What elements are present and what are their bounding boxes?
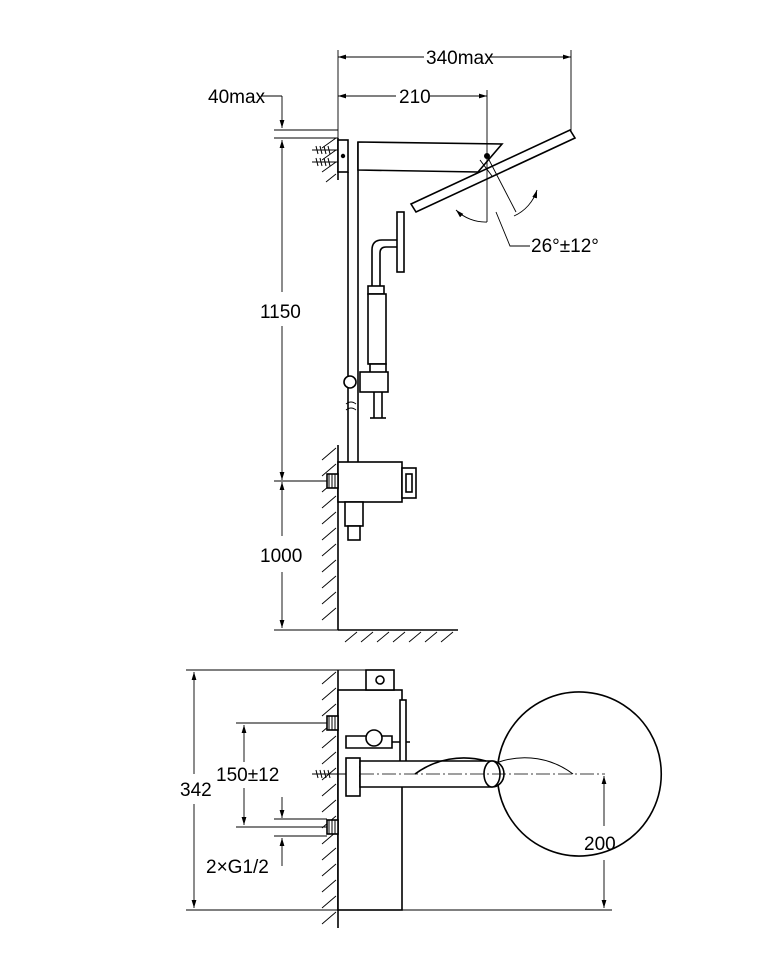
head-center-label: 200	[584, 834, 616, 855]
hand-shower-handle	[367, 293, 387, 365]
depth-max-label: 40max	[208, 87, 266, 108]
floor-hatch	[344, 631, 454, 643]
top-view: 342 150±12 2×G1/2 200	[180, 669, 663, 928]
mixer-body-plan	[337, 689, 403, 911]
angle-leader	[495, 211, 530, 247]
head-joint	[479, 159, 493, 177]
mixer-outlet-spout	[347, 525, 361, 541]
connections-label: 2×G1/2	[206, 857, 269, 878]
pipe-break	[345, 401, 357, 411]
shower-head-outer-left	[414, 757, 487, 775]
hand-shower-plan	[399, 699, 407, 771]
hand-shower-neck	[371, 239, 397, 290]
holder-ring	[365, 729, 383, 747]
shower-head-side	[409, 128, 577, 214]
inlet-spacing-label: 150±12	[216, 765, 279, 786]
angle-arc-left	[455, 209, 488, 223]
bar-height-label: 1150	[260, 302, 301, 323]
bracket-screw	[340, 153, 346, 159]
wall-hatch-bottom	[321, 447, 337, 621]
hand-shower-face	[396, 211, 405, 273]
mixer-outlet-body	[344, 501, 364, 527]
hand-shower-collar	[367, 285, 385, 295]
mixer-body	[337, 461, 403, 503]
mount-height-label: 1000	[260, 546, 302, 567]
angle-reference-line-tilted	[486, 155, 517, 213]
arm-length-label: 210	[399, 87, 431, 108]
side-view: 26°±12° 340max 210	[208, 48, 599, 643]
shower-arm	[357, 141, 504, 173]
wall-anchors	[312, 145, 338, 167]
total-height-label: 342	[180, 780, 212, 801]
holder-knob	[343, 375, 357, 389]
shower-head-outer	[497, 691, 663, 857]
arm-bracket-plan	[345, 757, 361, 797]
knob-center	[375, 675, 385, 685]
holder-clamp	[359, 371, 389, 393]
wall-hatch-plan	[321, 671, 337, 925]
width-max-label: 340max	[426, 48, 494, 69]
hand-shower-neck-inner	[379, 246, 397, 290]
tilt-angle-label: 26°±12°	[531, 236, 599, 257]
mixer-knob-cap	[405, 473, 413, 493]
angle-arc-right	[513, 189, 538, 217]
